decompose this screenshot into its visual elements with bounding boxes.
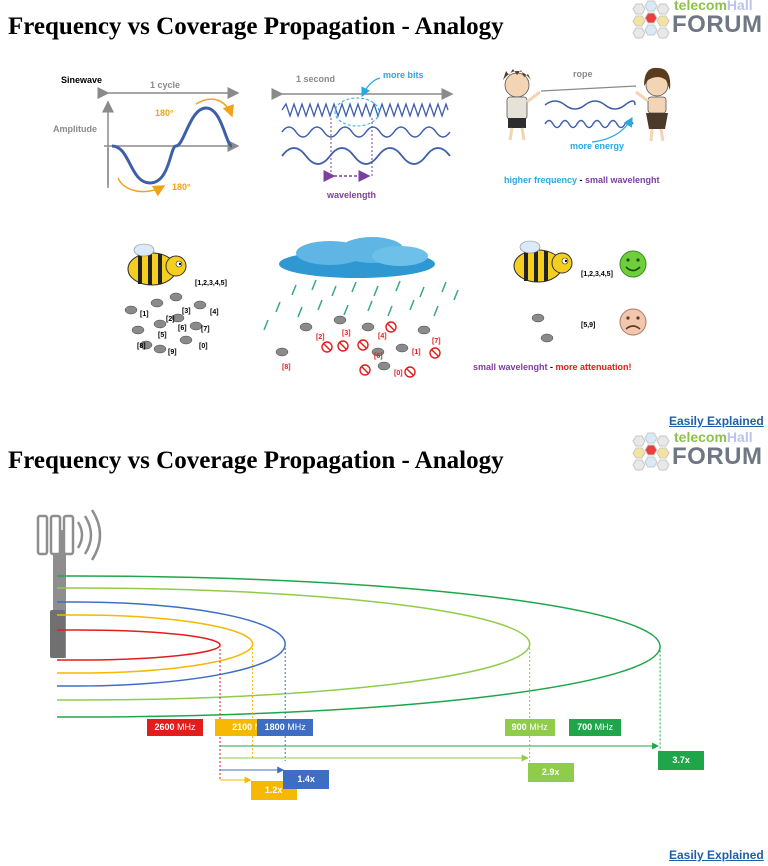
coverage-lobe-2100 [57, 614, 254, 674]
boy-figure-icon [503, 69, 541, 141]
svg-text:[9]: [9] [168, 349, 177, 356]
coverage-diagram [36, 509, 661, 784]
section-title: Frequency vs Coverage Propagation - Anal… [8, 447, 504, 474]
svg-text:[1,2,3,4,5]: [1,2,3,4,5] [581, 271, 613, 278]
hexagon-logo-icon [632, 432, 670, 471]
sad-face-icon [619, 308, 647, 336]
cloud-icon [279, 237, 435, 278]
svg-text:[3]: [3] [182, 308, 191, 315]
girl-figure-icon [635, 67, 671, 142]
svg-text:wavelength: wavelength [326, 190, 376, 200]
analogy-illustration: Sinewave 1 cycle Amplitude 180° 180° 1 s… [53, 67, 671, 378]
bees-group-left: [1,2,3,4,5] [1] [2] [3] [4] [5] [6] [7] … [124, 243, 227, 356]
svg-text:[1,2,3,4,5]: [1,2,3,4,5] [195, 280, 227, 287]
svg-text:[7]: [7] [201, 326, 210, 333]
antenna-tower-icon [36, 509, 102, 658]
svg-text:[2]: [2] [166, 316, 175, 323]
easily-explained-link-bottom[interactable]: Easily Explained [669, 848, 764, 862]
svg-text:[4]: [4] [378, 333, 387, 340]
big-bee-icon [513, 240, 573, 283]
svg-text:180°: 180° [172, 182, 191, 192]
logo-telecomhall-text: telecomHall [674, 0, 753, 13]
svg-text:[6]: [6] [374, 353, 383, 360]
sinewave-diagram: Sinewave 1 cycle Amplitude 180° 180° [53, 75, 240, 197]
svg-text:more energy: more energy [570, 141, 624, 151]
rope-diagram: rope more energy higher frequency - smal… [503, 67, 671, 185]
svg-text:[0]: [0] [199, 343, 208, 350]
svg-text:[2]: [2] [316, 334, 325, 341]
hexagon-logo-icon [632, 0, 670, 39]
telecomhall-logo: telecomHall FORUM [628, 0, 768, 44]
page-title: Frequency vs Coverage Propagation - Anal… [8, 13, 504, 40]
logo-telecomhall-text: telecomHall [674, 429, 753, 445]
svg-text:more bits: more bits [383, 70, 424, 80]
coverage-lobe-900 [57, 587, 531, 701]
svg-text:[8]: [8] [282, 364, 291, 371]
svg-text:[6]: [6] [178, 325, 187, 332]
svg-text:1 cycle: 1 cycle [150, 80, 180, 90]
frequency-badge-700: 700 MHz [569, 719, 622, 736]
frequency-badge-900: 900 MHz [504, 719, 555, 736]
svg-text:rope: rope [573, 69, 593, 79]
svg-text:Amplitude: Amplitude [53, 124, 97, 134]
logo-forum-text: FORUM [672, 11, 763, 38]
reach-factor-badge-700: 3.7x [658, 751, 705, 770]
svg-text:[0]: [0] [394, 370, 403, 377]
svg-text:[7]: [7] [432, 338, 441, 345]
happy-face-icon [619, 250, 647, 278]
attenuation-caption: small wavelenght - more attenuation! [473, 362, 632, 372]
svg-text:[1]: [1] [140, 311, 149, 318]
reach-factor-badge-900: 2.9x [527, 763, 574, 782]
rain-cloud-diagram: [2] [3] [4] [7] [1] [6] [0] [8] [263, 237, 459, 378]
svg-text:1 second: 1 second [296, 74, 335, 84]
bees-group-right: [1,2,3,4,5] [5,9] small wavelenght - mor… [473, 240, 647, 372]
easily-explained-link-top[interactable]: Easily Explained [669, 414, 764, 428]
svg-text:[5,9]: [5,9] [581, 322, 595, 329]
coverage-lobe-700 [57, 575, 661, 718]
rope-caption: higher frequency - small wavelenght [504, 175, 660, 185]
svg-text:180°: 180° [155, 108, 174, 118]
wavelength-diagram: 1 second more bits wavelength [271, 70, 454, 200]
telecomhall-logo: telecomHall FORUM [628, 429, 768, 476]
reach-factor-badge-1800: 1.4x [283, 770, 330, 789]
svg-text:[8]: [8] [137, 343, 146, 350]
coverage-lobe-2600 [57, 629, 221, 661]
svg-text:[5]: [5] [158, 332, 167, 339]
frequency-badge-1800: 1800 MHz [257, 719, 314, 736]
svg-text:[1]: [1] [412, 349, 421, 356]
svg-text:Sinewave: Sinewave [61, 75, 102, 85]
big-bee-icon [127, 243, 187, 286]
logo-forum-text: FORUM [672, 443, 763, 470]
svg-text:[4]: [4] [210, 309, 219, 316]
frequency-badge-2600: 2600 MHz [147, 719, 203, 736]
svg-text:[3]: [3] [342, 330, 351, 337]
